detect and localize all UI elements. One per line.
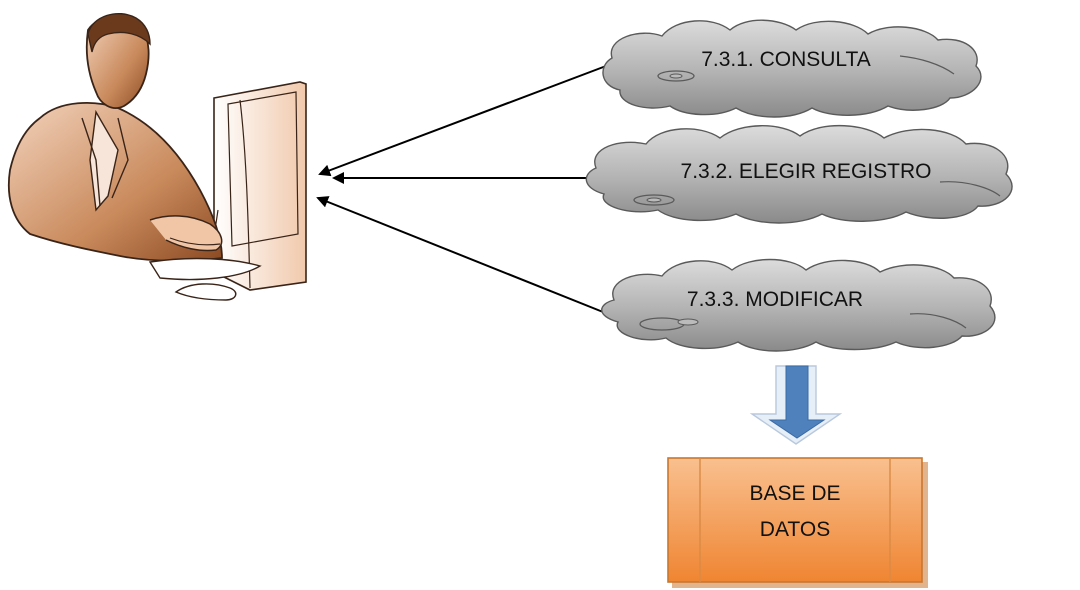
cloud-elegir-registro: 7.3.2. ELEGIR REGISTRO: [585, 125, 1013, 224]
connector-arrows: [316, 65, 609, 315]
cloud-label-modificar: 7.3.3. MODIFICAR: [687, 288, 863, 311]
database-label-line1: BASE DE: [749, 482, 840, 505]
cloud-label-elegir-registro: 7.3.2. ELEGIR REGISTRO: [681, 160, 932, 183]
arrow-consulta: [318, 65, 607, 177]
database-label-line2: DATOS: [760, 518, 830, 541]
database-box: BASE DE DATOS: [667, 457, 928, 588]
cloud-modificar: 7.3.3. MODIFICAR: [601, 258, 996, 352]
down-arrow-to-database: [749, 365, 843, 445]
person-at-computer-icon: [7, 13, 307, 301]
cloud-label-consulta: 7.3.1. CONSULTA: [701, 48, 871, 71]
cloud-consulta: 7.3.1. CONSULTA: [602, 19, 982, 118]
arrow-modificar: [316, 196, 609, 315]
